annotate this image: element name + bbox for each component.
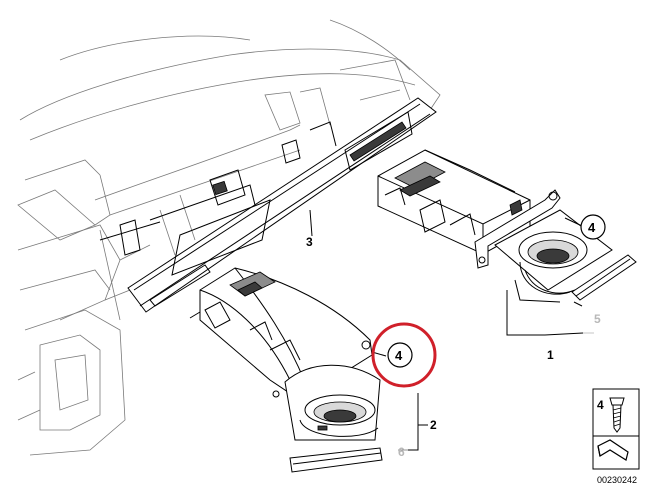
part-2-cupholder-unit: [189, 267, 383, 473]
callout-1: 1: [547, 348, 554, 362]
highlight-circle: [371, 322, 437, 388]
callout-labels: 3 1 5 2 6: [306, 235, 601, 459]
legend-part-number: 4: [597, 398, 604, 412]
callout-3: 3: [306, 235, 313, 249]
part-1-cupholder-unit: [377, 149, 637, 307]
panel-symbol-icon: [597, 439, 629, 461]
callout-6: 6: [398, 445, 405, 459]
callout-5: 5: [594, 312, 601, 326]
callout-4-right: 4: [588, 220, 596, 235]
callout-4-bubble-right: 4: [580, 214, 606, 240]
leader-lines: [309, 209, 594, 451]
screw-icon: [609, 397, 625, 433]
legend-box: 4: [592, 388, 640, 470]
part-3-trim-strip: [99, 97, 437, 313]
callout-4-bubble-left: 4: [371, 322, 437, 388]
dashboard-outline: [17, 19, 441, 456]
document-number: 00230242: [597, 475, 637, 485]
callout-4-left: 4: [395, 348, 403, 363]
callout-2: 2: [430, 418, 437, 432]
